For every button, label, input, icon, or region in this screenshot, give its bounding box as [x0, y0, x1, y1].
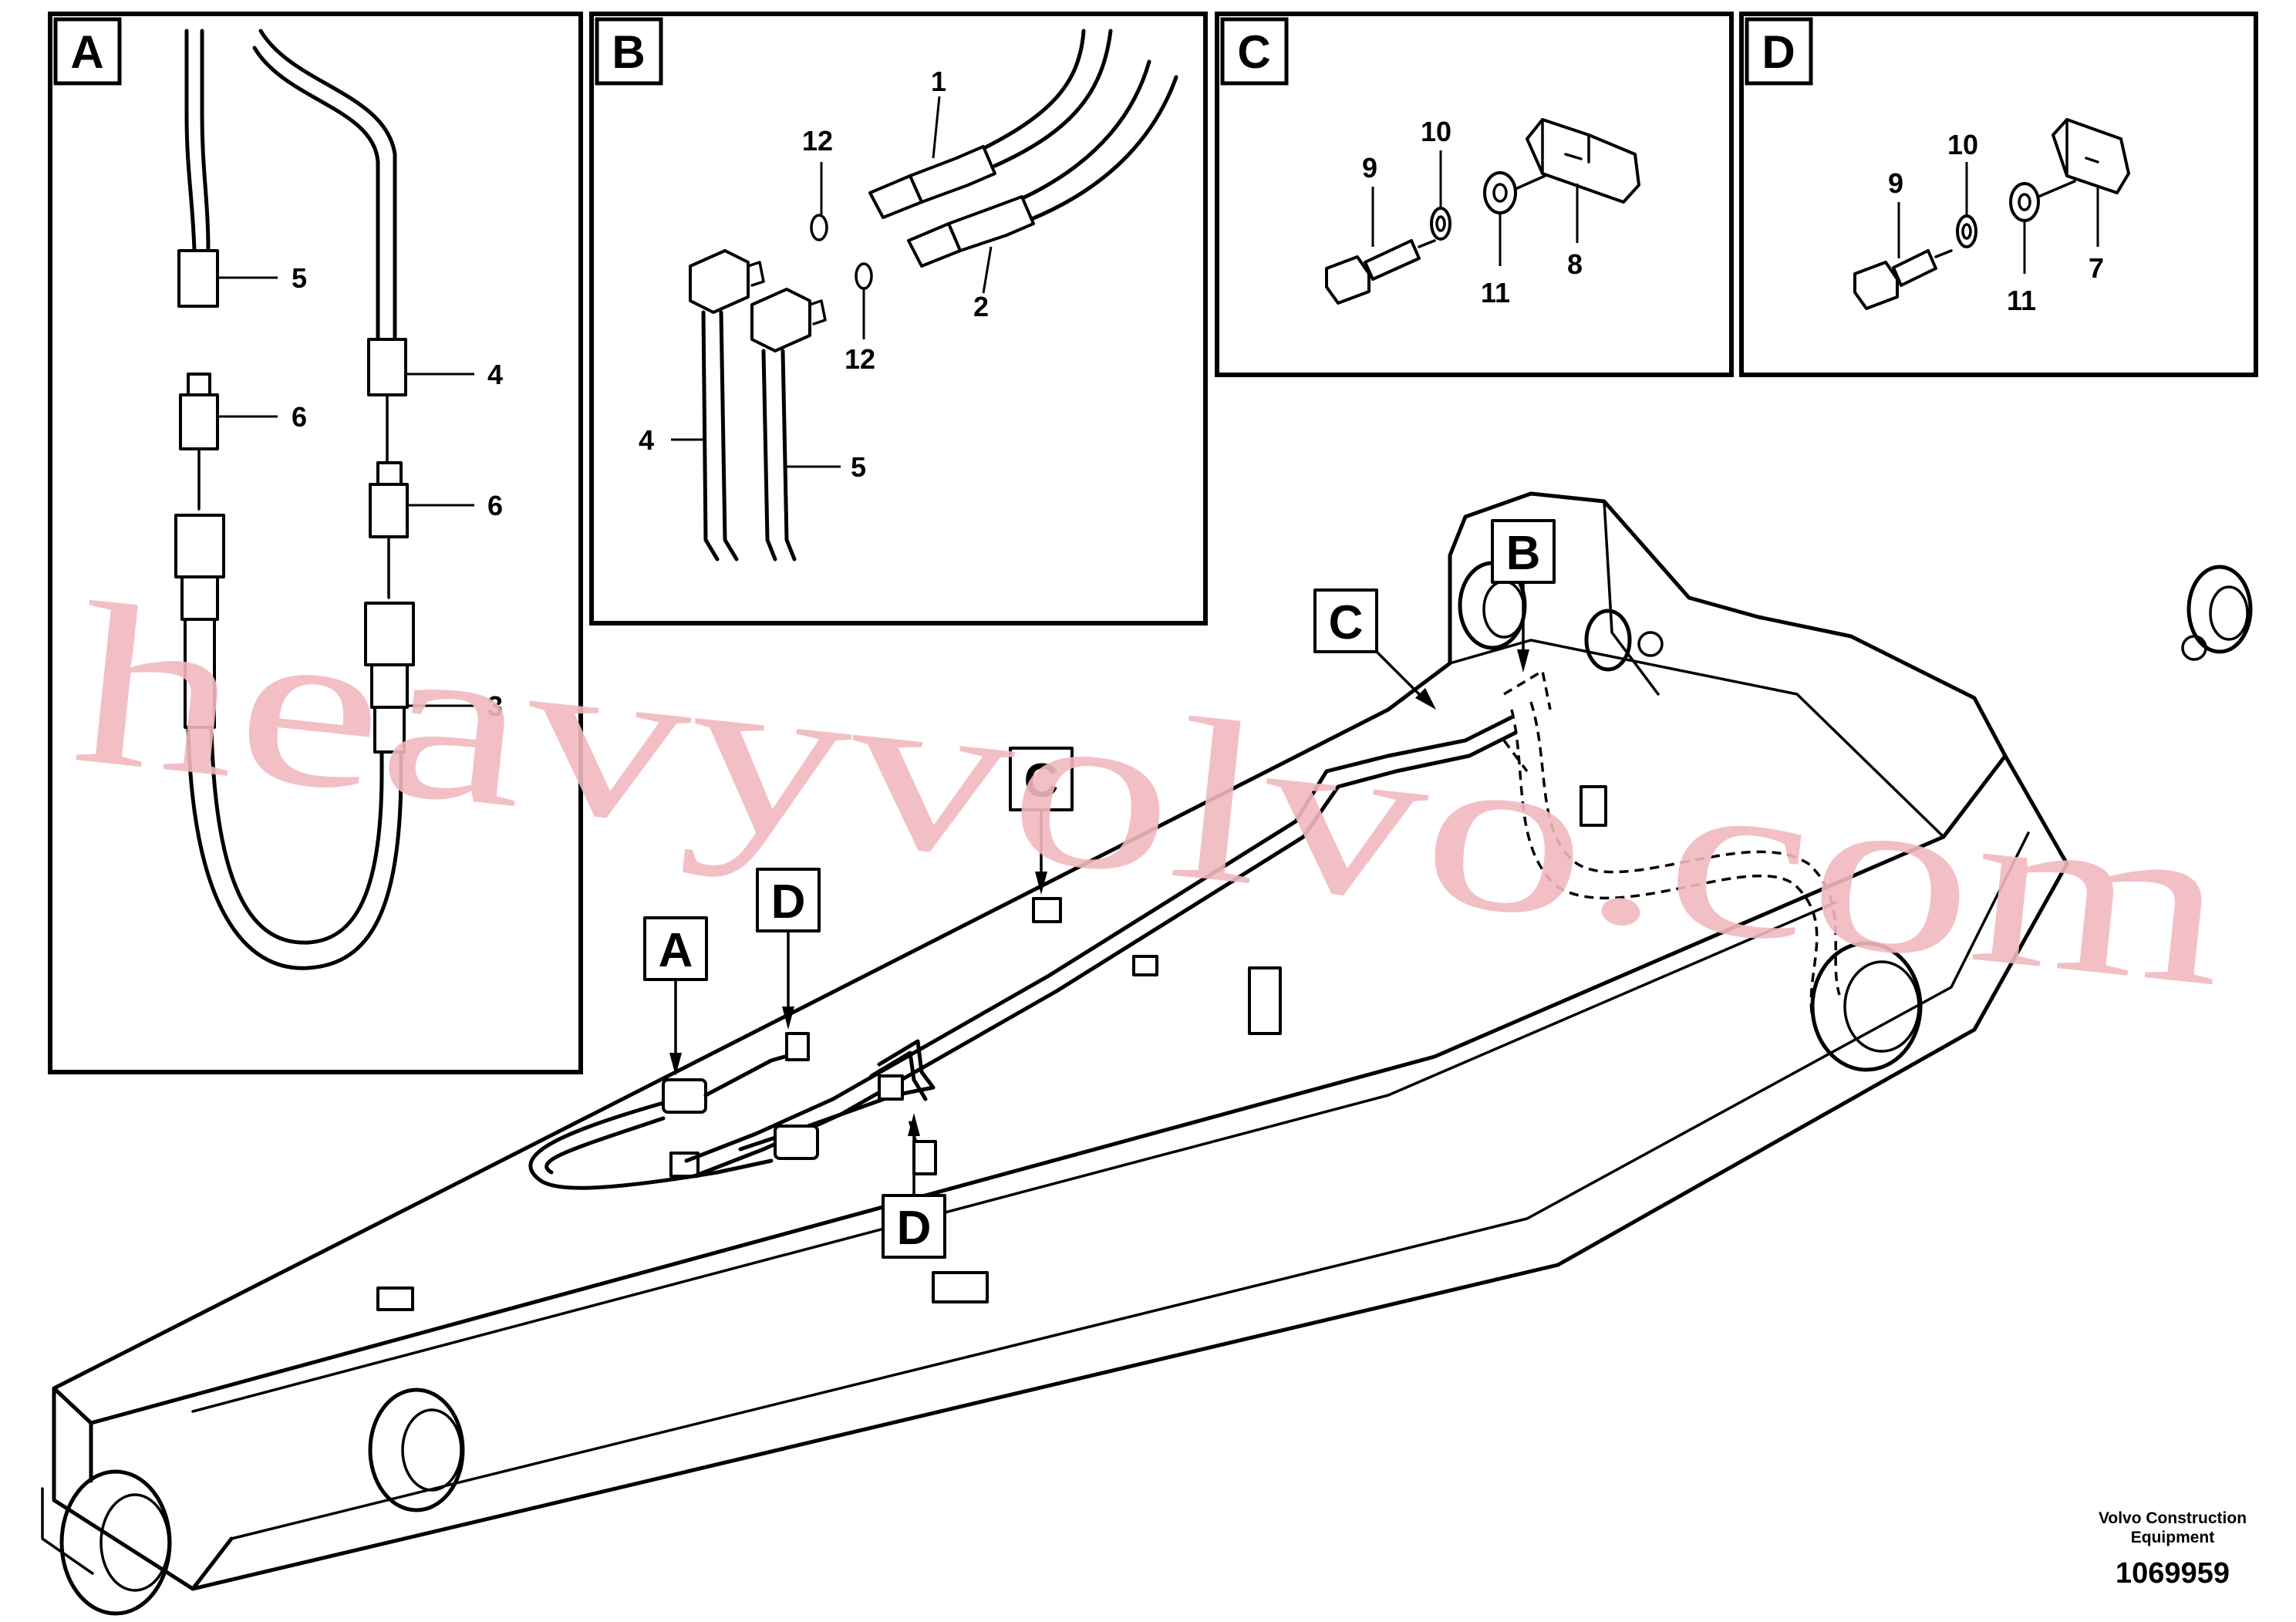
panel-a-callout-5: 5: [292, 262, 307, 294]
panel-d-callout-7: 7: [2089, 252, 2104, 284]
panel-a-callout-4: 4: [487, 359, 503, 390]
footer: Volvo Construction Equipment 1069959: [2099, 1509, 2247, 1590]
tag-a-main: A: [643, 916, 708, 1076]
tag-d-main-2-label: D: [897, 1202, 932, 1255]
boom-drawing: [41, 491, 2253, 1616]
footer-brand-line1: Volvo Construction: [2099, 1509, 2247, 1527]
tag-c-main-1-label: C: [1024, 754, 1059, 808]
tag-d-main-2: D: [882, 1113, 946, 1259]
tag-c-main-2: C: [1313, 588, 1436, 710]
tag-c-main-2-label: C: [1329, 596, 1364, 649]
panel-d-callout-11: 11: [2007, 285, 2036, 316]
panel-d-callout-9: 9: [1888, 167, 1903, 199]
panel-c-callout-8: 8: [1567, 248, 1583, 280]
panel-c-title: C: [1237, 26, 1270, 78]
panel-a-callout-6-right: 6: [487, 490, 503, 521]
detail-panel-d: D 9 10 11 7: [1739, 12, 2258, 377]
main-tags: A D C D C B: [643, 519, 1556, 1259]
panel-b-callout-1: 1: [931, 66, 946, 97]
footer-brand-line2: Equipment: [2131, 1529, 2215, 1546]
panel-a-callout-6-left: 6: [292, 401, 307, 433]
tag-b-main-label: B: [1506, 527, 1541, 580]
tag-d-main-1: D: [756, 868, 821, 1030]
panel-b-callout-5: 5: [851, 451, 866, 483]
footer-drawing-number: 1069959: [2116, 1557, 2230, 1590]
panel-c-callout-11: 11: [1481, 277, 1510, 309]
panel-c-callout-9: 9: [1362, 152, 1377, 184]
panel-b-callout-2: 2: [973, 291, 989, 322]
panel-d-callout-10: 10: [1947, 129, 1978, 160]
panel-b-callout-12-bottom: 12: [845, 343, 875, 375]
panel-b-callout-12-top: 12: [802, 125, 833, 157]
panel-b-title: B: [612, 26, 645, 78]
tag-b-main: B: [1491, 519, 1556, 673]
panel-a-title: A: [70, 26, 103, 78]
tag-c-main-1: C: [1009, 747, 1074, 895]
tag-d-main-1-label: D: [771, 875, 806, 929]
panel-a-callout-3: 3: [487, 690, 503, 722]
detail-panel-b: B 1 12 2 12 4 5: [589, 12, 1208, 626]
panel-d-title: D: [1762, 26, 1795, 78]
panel-c-callout-10: 10: [1421, 116, 1451, 147]
detail-panel-c: C 9 10 11 8: [1215, 12, 1734, 377]
tag-a-main-label: A: [659, 924, 693, 977]
panel-b-callout-4: 4: [639, 424, 654, 456]
detail-panel-a: A 5 6 4 6 3: [48, 12, 583, 1074]
